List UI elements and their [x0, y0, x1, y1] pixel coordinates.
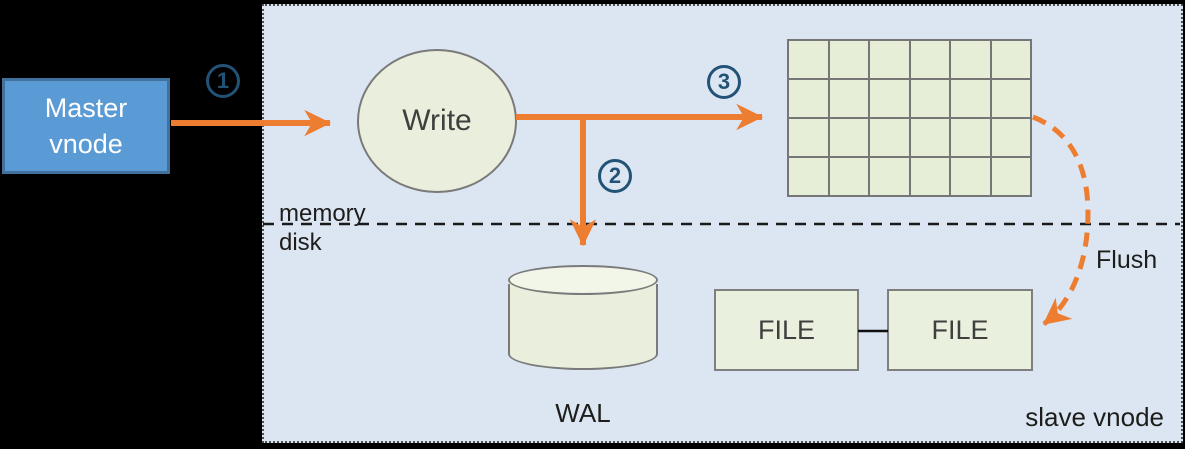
- memtable-cell: [951, 80, 990, 117]
- file-box-1: FILE: [714, 289, 859, 371]
- master-vnode-box: Master vnode: [2, 78, 170, 174]
- memtable-cell: [991, 158, 1030, 195]
- memtable-cell: [789, 41, 828, 78]
- memtable-cell: [991, 80, 1030, 117]
- memtable-cell: [910, 41, 949, 78]
- file-box-1-label: FILE: [757, 314, 816, 345]
- wal-cylinder-top: [508, 265, 658, 295]
- memtable-cell: [951, 119, 990, 156]
- memory-label: memory: [279, 200, 366, 227]
- memtable-cell: [789, 158, 828, 195]
- memtable-cell: [951, 158, 990, 195]
- flush-label: Flush: [1096, 246, 1158, 274]
- step-2-badge: 2: [598, 159, 632, 193]
- step-3-number: 3: [717, 69, 731, 94]
- memtable-cell: [910, 80, 949, 117]
- step-1-number: 1: [216, 68, 230, 93]
- slave-vnode-label: slave vnode: [1025, 402, 1164, 432]
- memtable-cell: [910, 119, 949, 156]
- memtable-cell: [870, 41, 909, 78]
- disk-label: disk: [279, 229, 322, 256]
- wal-cylinder-body: [508, 284, 658, 370]
- memtable-grid: [787, 39, 1032, 197]
- memtable-cell: [870, 158, 909, 195]
- step-2-number: 2: [608, 163, 622, 188]
- file-box-2: FILE: [887, 289, 1033, 371]
- memtable-cell: [870, 80, 909, 117]
- step-1-badge: 1: [206, 64, 240, 98]
- memtable-cell: [829, 119, 868, 156]
- memtable-cell: [789, 119, 828, 156]
- memtable-cell: [991, 41, 1030, 78]
- step-3-badge: 3: [707, 65, 741, 99]
- memtable-cell: [829, 80, 868, 117]
- memtable-cell: [829, 158, 868, 195]
- wal-label: WAL: [555, 398, 611, 428]
- file-box-2-label: FILE: [931, 314, 989, 345]
- memtable-cell: [829, 41, 868, 78]
- master-vnode-label-line2: vnode: [49, 129, 123, 159]
- memtable-cell: [870, 119, 909, 156]
- memtable-cell: [789, 80, 828, 117]
- memtable-cell: [910, 158, 949, 195]
- memtable-cell: [951, 41, 990, 78]
- memtable-cell: [991, 119, 1030, 156]
- write-node: Write: [357, 49, 517, 193]
- write-node-label: Write: [402, 104, 472, 137]
- master-vnode-label-line1: Master: [44, 93, 128, 123]
